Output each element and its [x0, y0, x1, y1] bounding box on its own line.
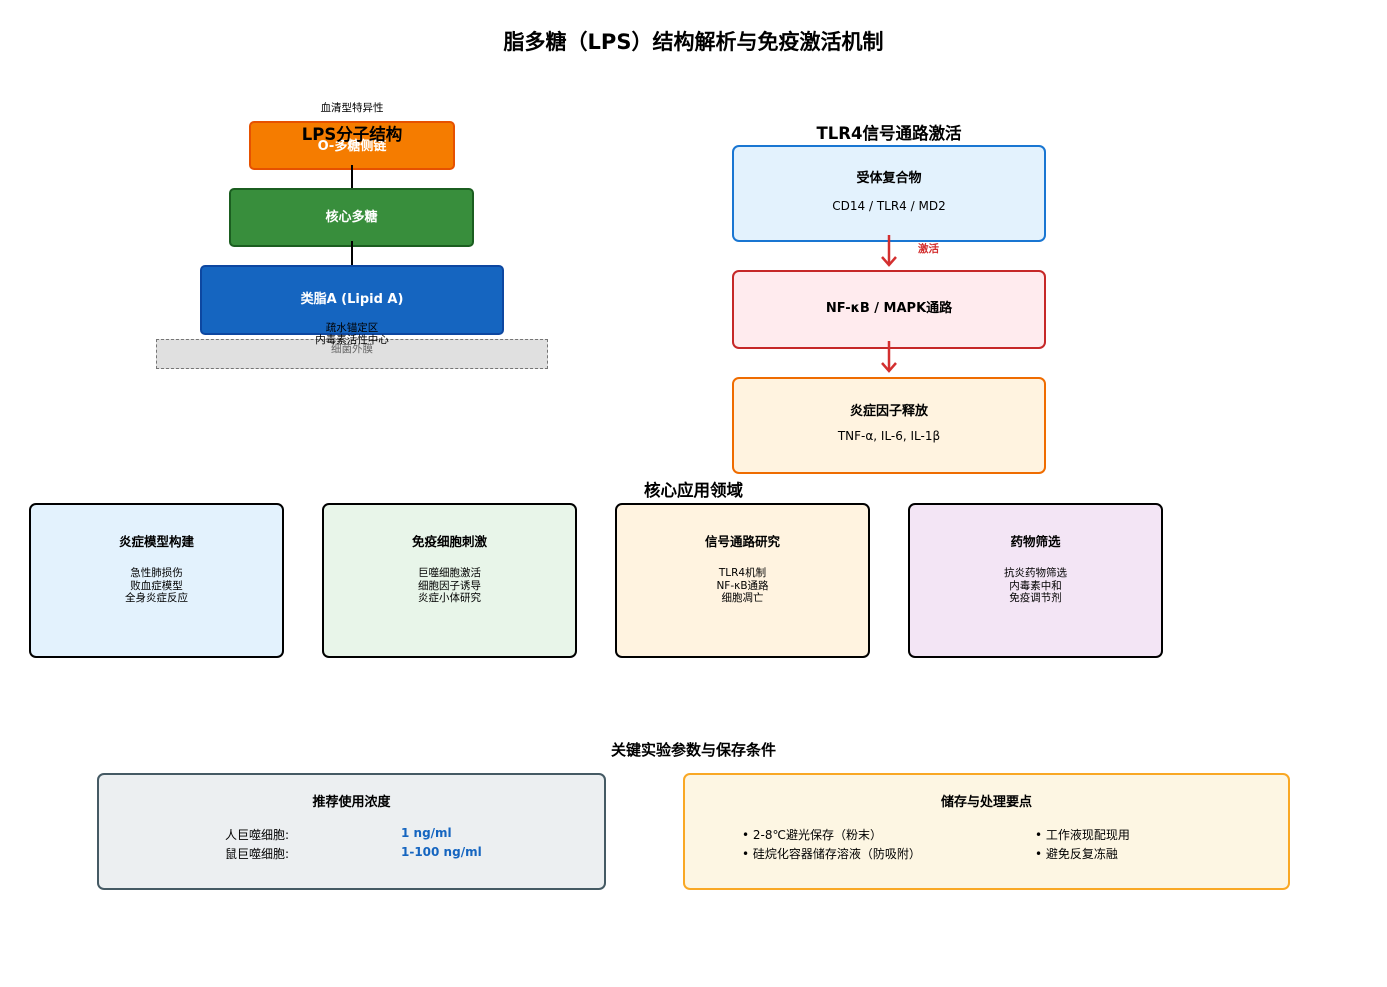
membrane-label: 细菌外膜: [331, 343, 373, 355]
concentration-box: 推荐使用浓度 人巨噬细胞: 1 ng/ml 鼠巨噬细胞: 1-100 ng/ml: [97, 773, 606, 890]
receptor-title: 受体复合物: [856, 171, 922, 186]
application-lines: 抗炎药物筛选 内毒素中和 免疫调节剂: [910, 567, 1161, 605]
activate-label: 激活: [918, 243, 939, 255]
application-lines: 急性肺损伤 败血症模型 全身炎症反应: [31, 567, 282, 605]
application-line: 免疫调节剂: [1009, 592, 1062, 604]
tlr4-section-title: TLR4信号通路激活: [816, 124, 962, 143]
application-title: 免疫细胞刺激: [411, 534, 487, 549]
application-line: 细胞凋亡: [721, 592, 764, 604]
application-line: TLR4机制: [718, 567, 767, 579]
application-card: 免疫细胞刺激 巨噬细胞激活 细胞因子诱导 炎症小体研究: [322, 503, 577, 658]
application-card: 炎症模型构建 急性肺损伤 败血症模型 全身炎症反应: [29, 503, 284, 658]
receptor-complex-box: 受体复合物 CD14 / TLR4 / MD2: [732, 145, 1046, 242]
application-line: 内毒素中和: [1009, 579, 1062, 592]
cytokine-sub: TNF-α, IL-6, IL-1β: [837, 429, 941, 443]
concentration-label: 人巨噬细胞:: [225, 828, 290, 842]
outer-membrane: [156, 339, 548, 369]
storage-box: 储存与处理要点 • 2-8℃避光保存（粉末） • 硅烷化容器储存溶液（防吸附） …: [683, 773, 1290, 890]
arrow-down-icon: [881, 341, 897, 373]
storage-title: 储存与处理要点: [940, 795, 1032, 810]
page-title: 脂多糖（LPS）结构解析与免疫激活机制: [503, 30, 884, 54]
concentration-label: 鼠巨噬细胞:: [225, 847, 290, 861]
pathway-title: NF-κB / MAPK通路: [825, 301, 953, 316]
application-line: 全身炎症反应: [125, 592, 188, 604]
storage-item: • 工作液现配现用: [1035, 828, 1130, 842]
lipid-a-note: 疏水锚定区: [325, 322, 379, 334]
application-lines: TLR4机制 NF-κB通路 细胞凋亡: [617, 567, 868, 605]
application-line: 抗炎药物筛选: [1004, 567, 1067, 579]
pathway-box: NF-κB / MAPK通路: [732, 270, 1046, 349]
application-card: 信号通路研究 TLR4机制 NF-κB通路 细胞凋亡: [615, 503, 870, 658]
application-lines: 巨噬细胞激活 细胞因子诱导 炎症小体研究: [324, 567, 575, 605]
application-line: 巨噬细胞激活: [418, 567, 481, 579]
params-section-title: 关键实验参数与保存条件: [610, 741, 776, 759]
receptor-sub: CD14 / TLR4 / MD2: [832, 199, 946, 213]
application-line: NF-κB通路: [716, 579, 769, 592]
connector-line: [351, 165, 353, 195]
lps-section-title: LPS分子结构: [301, 125, 403, 144]
application-line: 细胞因子诱导: [418, 579, 481, 592]
application-title: 炎症模型构建: [118, 534, 194, 549]
o-chain-note: 血清型特异性: [320, 102, 384, 114]
concentration-value: 1-100 ng/ml: [401, 845, 482, 859]
application-line: 炎症小体研究: [418, 592, 481, 604]
cytokine-box: 炎症因子释放 TNF-α, IL-6, IL-1β: [732, 377, 1046, 474]
cytokine-title: 炎症因子释放: [849, 404, 928, 419]
application-line: 急性肺损伤: [130, 567, 183, 579]
lipid-a-note: 内毒素活性中心: [315, 334, 389, 346]
core-layer: 核心多糖: [229, 188, 474, 247]
storage-item: • 硅烷化容器储存溶液（防吸附）: [742, 847, 921, 861]
applications-section-title: 核心应用领域: [644, 481, 743, 500]
application-title: 药物筛选: [1010, 534, 1061, 549]
application-card: 药物筛选 抗炎药物筛选 内毒素中和 免疫调节剂: [908, 503, 1163, 658]
lipid-a-label: 类脂A (Lipid A): [300, 292, 404, 307]
application-title: 信号通路研究: [704, 534, 780, 549]
application-line: 败血症模型: [130, 579, 183, 592]
arrow-down-icon: [881, 235, 897, 267]
connector-line: [351, 241, 353, 272]
storage-item: • 2-8℃避光保存（粉末）: [742, 828, 882, 842]
lipid-a-layer: 类脂A (Lipid A): [200, 265, 504, 335]
o-chain-layer: O-多糖侧链: [249, 121, 455, 170]
core-label: 核心多糖: [325, 210, 378, 225]
storage-item: • 避免反复冻融: [1035, 847, 1118, 861]
o-chain-label: O-多糖侧链: [317, 139, 387, 154]
concentration-value: 1 ng/ml: [401, 826, 452, 840]
concentration-title: 推荐使用浓度: [312, 795, 391, 810]
